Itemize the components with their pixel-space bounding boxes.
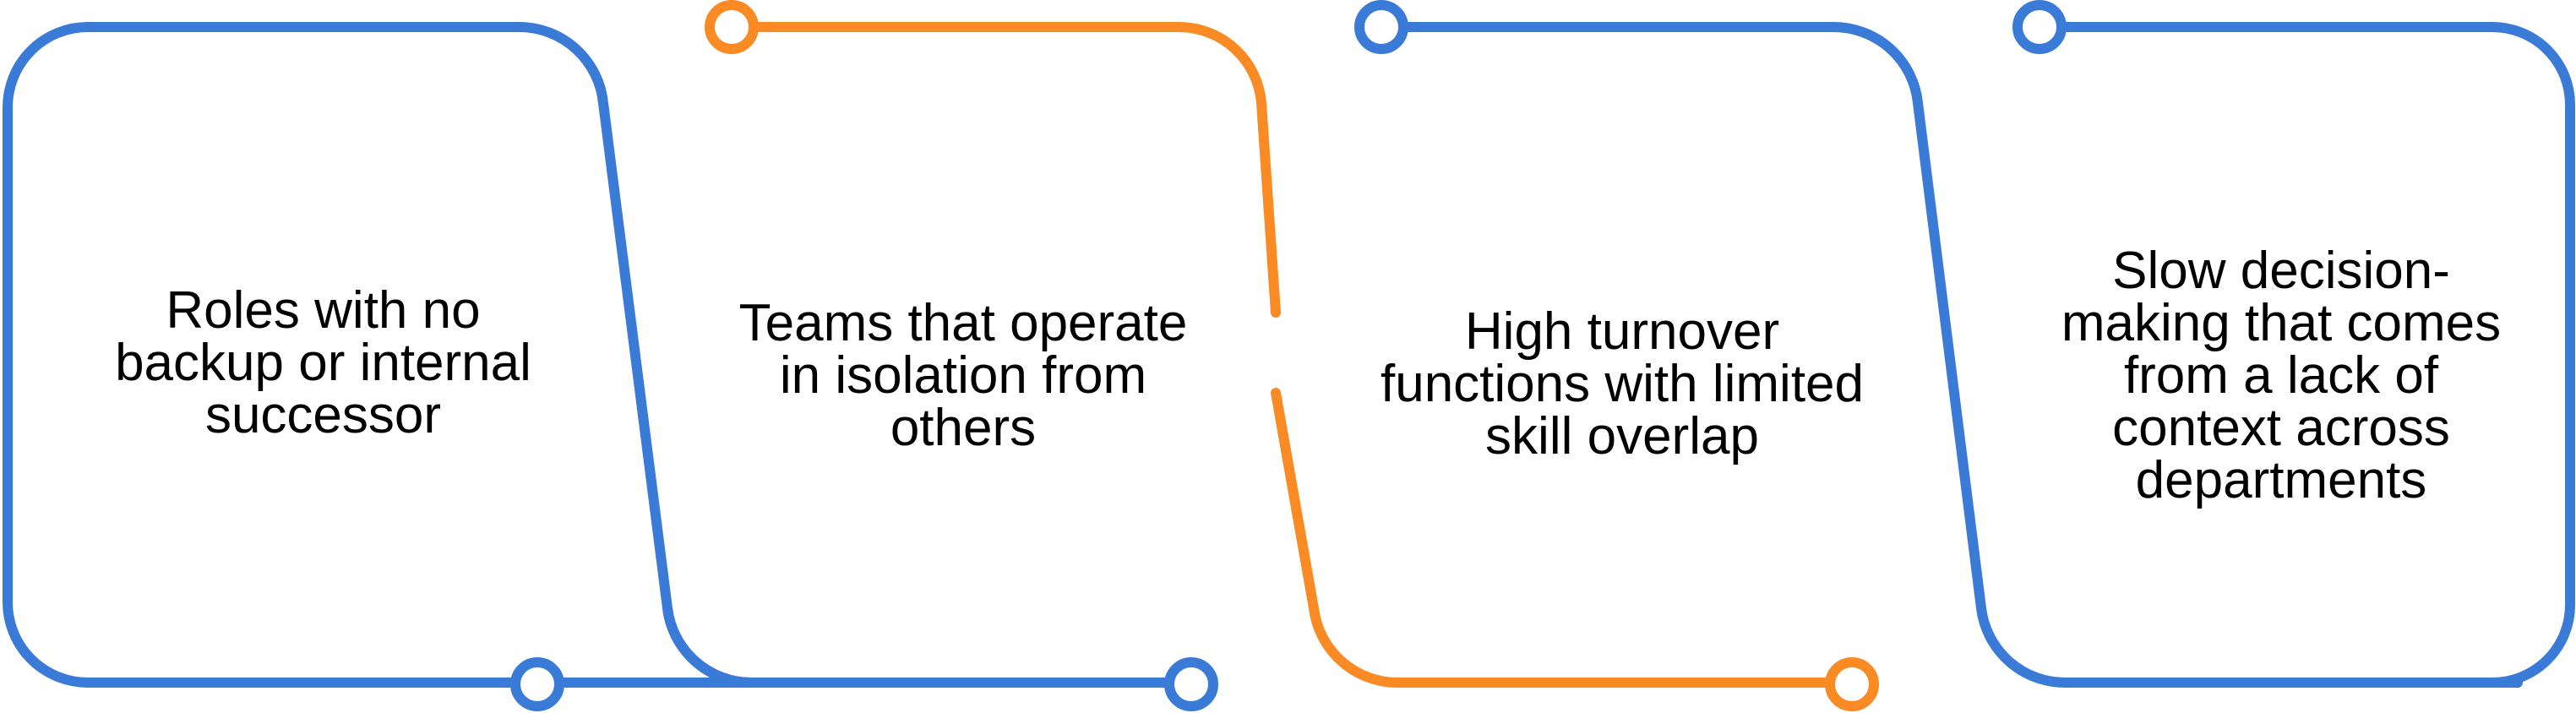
ring-connector-icon (1825, 657, 1879, 711)
ring-connector-icon (2012, 0, 2067, 54)
card-4-outline (2056, 22, 2575, 688)
ring-connector-icon (510, 657, 564, 711)
card-3-label: High turnover functions with limited ski… (1380, 302, 1865, 465)
card-2-bottom-edge (662, 603, 1179, 688)
card-2-label: Teams that operate in isolation from oth… (738, 294, 1188, 457)
ring-connector-icon (705, 0, 759, 54)
card-2-top-edge (743, 21, 1281, 318)
card-3-top-edge (1397, 21, 2523, 689)
ring-connector-icon (1164, 657, 1218, 711)
card-1-left-side (3, 22, 520, 688)
card-2-right-lower-edge (1271, 388, 1855, 688)
card-1-label: Roles with no backup or internal success… (115, 281, 531, 444)
ring-connector-icon (1354, 0, 1408, 54)
card-4-label: Slow decision-making that comes from a l… (2061, 242, 2502, 509)
